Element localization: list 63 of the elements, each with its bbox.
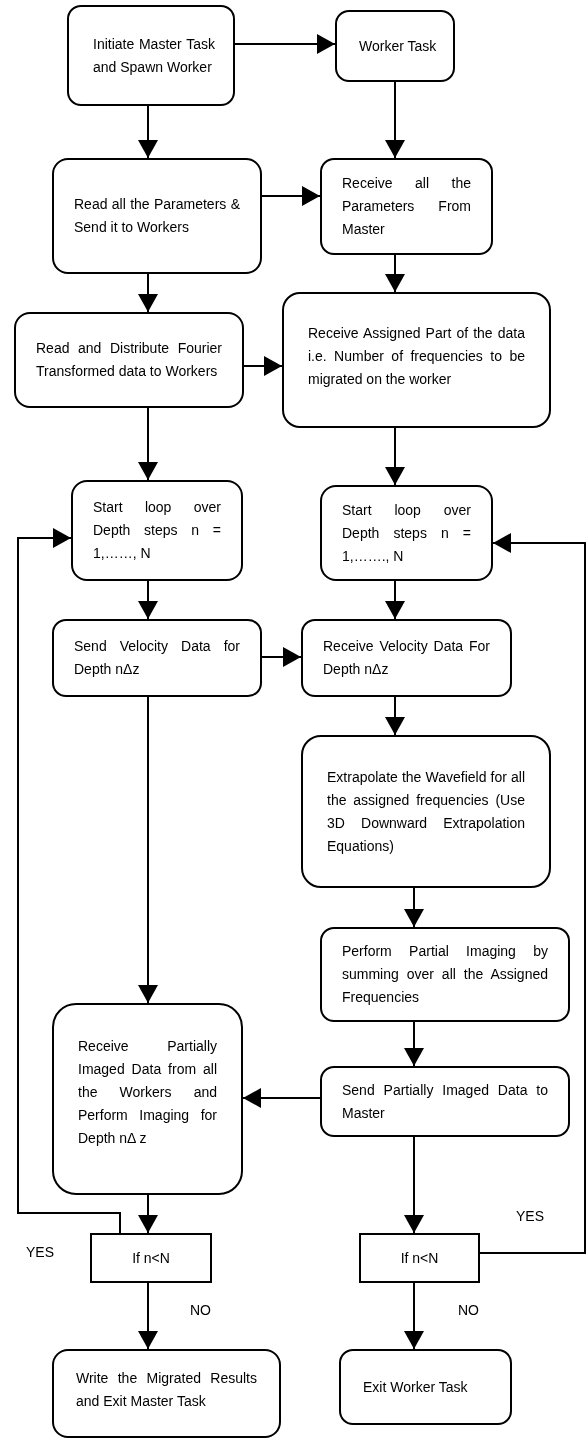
process-box [320, 158, 493, 255]
arrow [404, 887, 424, 928]
process-box [14, 312, 244, 408]
step-text: Worker Task [359, 36, 438, 56]
arrow [138, 696, 158, 1004]
decision-box [359, 1233, 480, 1283]
step-text: If n<N [400, 1248, 439, 1268]
process-box [301, 619, 512, 697]
step-text: Send Velocity Data for Depth nΔz [74, 637, 240, 679]
step-text: Receive Velocity Data For Depth nΔz [323, 637, 490, 679]
process-box [71, 480, 243, 581]
arrow [138, 1282, 158, 1350]
process-box [335, 10, 455, 82]
process-box [320, 1066, 570, 1137]
process-box [339, 1349, 512, 1425]
step-text: Receive Assigned Part of the data i.e. Number of frequencies to be migrated on the worker [308, 323, 525, 389]
decision-box [90, 1233, 212, 1283]
arrow [138, 407, 158, 481]
step-text: Write the Migrated Results and Exit Master Task [76, 1368, 257, 1411]
arrow [138, 1194, 158, 1234]
edge-label: NO [456, 1302, 481, 1318]
step-text: Start loop over Depth steps n = 1,……., N [342, 500, 471, 566]
step-text: Receive all the Parameters From Master [342, 174, 471, 239]
arrow [385, 81, 405, 159]
process-box [320, 485, 493, 581]
step-text: Perform Partial Imaging by summing over all the Assigned Frequencies [342, 942, 548, 1007]
process-box [282, 292, 551, 428]
step-text: Send Partially Imaged Data to Master [342, 1080, 548, 1123]
arrow [138, 105, 158, 159]
edge-label: YES [514, 1208, 546, 1224]
process-box [52, 1003, 243, 1195]
arrow [385, 696, 405, 736]
step-text: Receive Partially Imaged Data from all the Workers and Perform Imaging for Depth nΔ z [78, 1036, 217, 1148]
process-box [301, 735, 551, 888]
arrow [385, 427, 405, 486]
step-text: Read all the Parameters & Send it to Workers [74, 195, 240, 237]
process-box [52, 619, 262, 697]
arrow [385, 580, 405, 620]
arrow [404, 1136, 424, 1234]
step-text: If n<N [132, 1248, 170, 1268]
edge-label: YES [24, 1244, 56, 1260]
arrow [234, 34, 336, 54]
arrow [138, 580, 158, 620]
process-box [52, 158, 262, 274]
arrow [404, 1282, 424, 1350]
process-box [52, 1349, 281, 1438]
arrow [404, 1021, 424, 1067]
arrow [479, 533, 586, 1254]
arrow [261, 186, 321, 206]
edge-label: NO [188, 1302, 213, 1318]
arrow [242, 1088, 321, 1108]
step-text: Read and Distribute Fourier Transformed data to Workers [36, 339, 222, 381]
arrow [138, 273, 158, 313]
arrow [243, 356, 283, 376]
step-text: Start loop over Depth steps n = 1,……, N [93, 498, 221, 563]
step-text: Extrapolate the Wavefield for all the assigned frequencies (Use 3D Downward Extrapolation Equations) [327, 767, 525, 856]
process-box [320, 927, 570, 1022]
step-text: Exit Worker Task [363, 1377, 469, 1397]
arrow [261, 647, 302, 667]
arrow [17, 528, 121, 1234]
step-text: Initiate Master Task and Spawn Worker [93, 34, 215, 77]
process-box [67, 5, 235, 106]
arrow [385, 254, 405, 293]
